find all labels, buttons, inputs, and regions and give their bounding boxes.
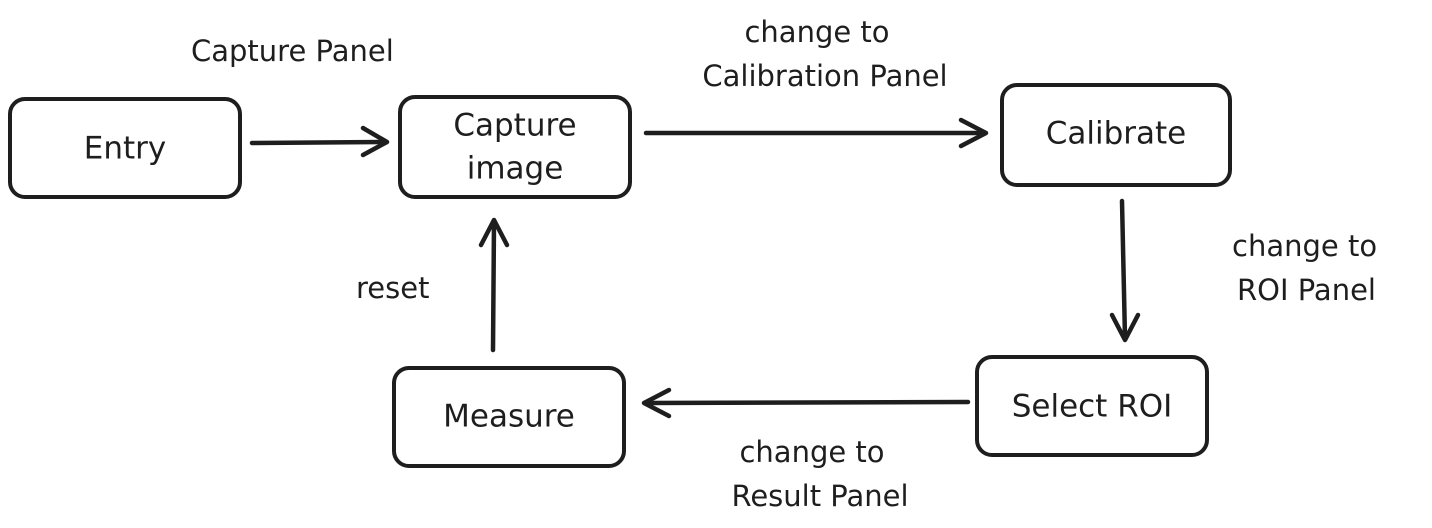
label-to-roi-line1: change to [1232, 229, 1377, 263]
label-reset: reset [356, 271, 429, 305]
node-entry: Entry [8, 97, 242, 199]
arrow-measure-to-capture-shaft [490, 219, 497, 353]
arrow-roi-to-measure-shaft [643, 399, 971, 406]
arrow-measure-to-capture-head [478, 217, 510, 248]
arrow-calibrate-to-roi [1109, 198, 1141, 343]
label-to-calibration-line2: Calibration Panel [702, 59, 947, 93]
node-select-roi-label: Select ROI [1012, 389, 1173, 425]
arrow-roi-to-measure [641, 387, 971, 419]
node-entry-label: Entry [84, 131, 166, 167]
arrow-roi-to-measure-head [641, 387, 672, 419]
label-to-result-line2: Result Panel [731, 479, 908, 513]
node-entry-box [8, 97, 242, 199]
node-capture-image-label-line1: Capture [453, 108, 576, 144]
arrow-capture-to-calibrate [643, 117, 989, 149]
arrow-entry-to-capture-head [360, 125, 390, 158]
node-select-roi: Select ROI [975, 355, 1209, 457]
label-to-calibration-line1: change to [744, 15, 889, 49]
arrow-calibrate-to-roi-head [1109, 312, 1141, 343]
label-to-result-line1: change to [739, 435, 884, 469]
arrow-measure-to-capture [478, 217, 510, 353]
node-calibrate-box [1000, 83, 1232, 187]
node-measure: Measure [392, 366, 626, 468]
arrow-entry-to-capture [249, 125, 390, 158]
node-capture-image-box [398, 95, 632, 199]
node-calibrate: Calibrate [1000, 83, 1232, 187]
node-measure-label: Measure [443, 399, 575, 435]
label-to-roi-line2: ROI Panel [1237, 273, 1376, 307]
arrow-capture-to-calibrate-head [958, 117, 989, 149]
node-capture-image: Capture image [398, 95, 632, 199]
node-capture-image-label-line2: image [467, 151, 564, 187]
label-capture-panel: Capture Panel [191, 34, 394, 68]
arrow-calibrate-to-roi-shaft [1119, 198, 1128, 341]
node-measure-box [392, 366, 626, 468]
arrow-entry-to-capture-shaft [249, 139, 388, 146]
node-calibrate-label: Calibrate [1046, 116, 1187, 152]
node-select-roi-box [975, 355, 1209, 457]
